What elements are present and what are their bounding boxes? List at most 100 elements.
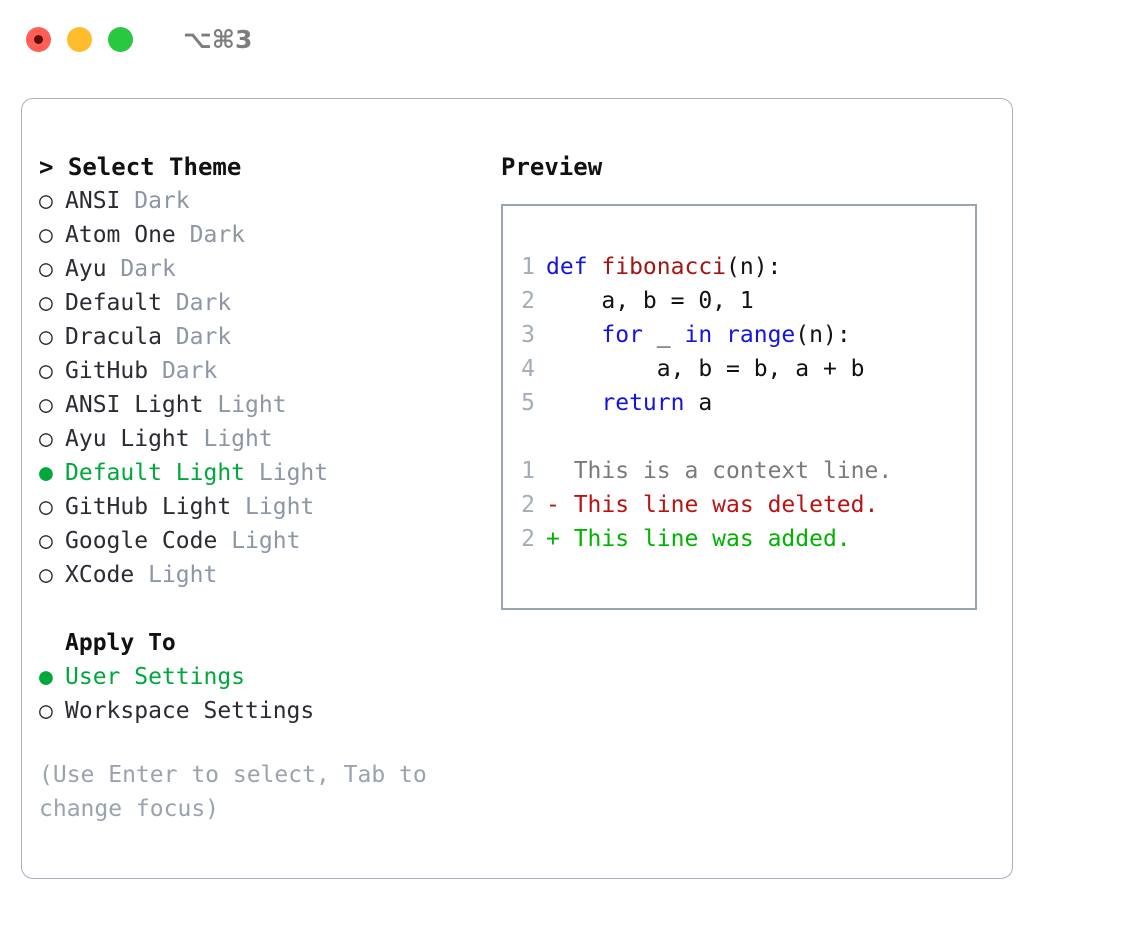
- line-number: 3: [521, 322, 535, 348]
- line-number: 1: [521, 254, 535, 280]
- diff-text: This is a context line.: [573, 458, 893, 484]
- code-token-kw: def: [546, 254, 602, 280]
- theme-option-tag: Light: [203, 426, 273, 452]
- radio-unselected-icon: ○: [39, 494, 53, 520]
- maximize-button[interactable]: [108, 26, 133, 52]
- main-panel: > Select Theme ○ANSI Dark○Atom One Dark○…: [21, 98, 1013, 879]
- diff-marker: +: [546, 526, 574, 552]
- theme-option-github-light[interactable]: ○ GitHub Light Light: [39, 490, 489, 524]
- theme-option-tag: Dark: [175, 290, 232, 316]
- preview-header: Preview: [501, 150, 1001, 184]
- window-shortcut-label: ⌥⌘3: [183, 24, 253, 54]
- theme-option-tag: Light: [231, 528, 301, 554]
- apply-to-option-user-settings[interactable]: ● User Settings: [39, 660, 489, 694]
- keyboard-hint-text: (Use Enter to select, Tab to change focu…: [39, 762, 441, 822]
- code-token-kw: return: [601, 390, 685, 416]
- minimize-button[interactable]: [67, 26, 92, 52]
- diff-marker: -: [546, 492, 574, 518]
- line-number: 2: [521, 288, 535, 314]
- theme-option-dracula[interactable]: ○Dracula Dark: [39, 320, 489, 354]
- theme-option-label: Ayu: [65, 256, 107, 282]
- diff-line: 2+ This line was added.: [521, 522, 892, 556]
- code-line: 2 a, b = 0, 1: [521, 284, 892, 318]
- line-number: 5: [521, 390, 535, 416]
- radio-selected-icon: ●: [39, 664, 53, 690]
- diff-line: 2- This line was deleted.: [521, 488, 892, 522]
- theme-option-label: Google Code: [65, 528, 218, 554]
- diff-line: 1 This is a context line.: [521, 454, 892, 488]
- theme-option-label: GitHub: [65, 358, 149, 384]
- radio-unselected-icon: ○: [39, 324, 53, 350]
- theme-option-label: Ayu Light: [65, 426, 190, 452]
- code-line: 5 return a: [521, 386, 892, 420]
- apply-to-option-list[interactable]: ● User Settings ○ Workspace Settings: [39, 660, 489, 728]
- radio-unselected-icon: ○: [39, 222, 53, 248]
- list-spacer: [39, 592, 489, 626]
- theme-option-tag: Light: [245, 494, 315, 520]
- theme-option-label: Atom One: [65, 222, 176, 248]
- theme-option-atom-one[interactable]: ○ Atom One Dark: [39, 218, 489, 252]
- theme-option-ayu[interactable]: ○ Ayu Dark: [39, 252, 489, 286]
- theme-option-ansi-light[interactable]: ○ ANSI Light Light: [39, 388, 489, 422]
- radio-unselected-icon: ○: [39, 358, 53, 384]
- code-token-plain: (n):: [795, 322, 851, 348]
- theme-option-list[interactable]: ○ANSI Dark○Atom One Dark○Ayu Dark○Defaul…: [39, 184, 489, 592]
- code-token-plain: (n):: [726, 254, 782, 280]
- theme-option-default[interactable]: ○Default Dark: [39, 286, 489, 320]
- apply-to-option-label: Workspace Settings: [65, 698, 315, 724]
- close-button[interactable]: [26, 26, 51, 52]
- line-number: 2: [521, 492, 535, 518]
- radio-unselected-icon: ○: [39, 188, 53, 214]
- theme-option-ayu-light[interactable]: ○ Ayu Light Light: [39, 422, 489, 456]
- line-number: 4: [521, 356, 535, 382]
- code-token-plain: a, b = 0, 1: [546, 288, 754, 314]
- code-token-plain: _: [642, 322, 685, 348]
- preview-heading: Preview: [501, 153, 603, 181]
- theme-option-tag: Dark: [120, 256, 176, 282]
- code-token-plain: a: [684, 390, 713, 416]
- theme-selector: > Select Theme ○ANSI Dark○Atom One Dark○…: [39, 150, 489, 826]
- code-token-kw: in: [684, 322, 713, 348]
- code-token-fn: fibonacci: [601, 254, 727, 280]
- radio-unselected-icon: ○: [39, 392, 53, 418]
- diff-text: This line was deleted.: [573, 492, 879, 518]
- theme-option-label: ANSI: [65, 188, 121, 214]
- theme-option-ansi[interactable]: ○ANSI Dark: [39, 184, 489, 218]
- code-token-plain: [546, 322, 601, 348]
- code-line: 3 for _ in range(n):: [521, 318, 892, 352]
- theme-option-label: GitHub Light: [65, 494, 232, 520]
- radio-unselected-icon: ○: [39, 256, 53, 282]
- code-blank-line: [521, 420, 892, 454]
- theme-option-tag: Light: [148, 562, 218, 588]
- code-token-plain: [546, 390, 601, 416]
- radio-selected-icon: ●: [39, 460, 53, 486]
- theme-option-tag: Light: [217, 392, 287, 418]
- theme-option-github[interactable]: ○ GitHub Dark: [39, 354, 489, 388]
- radio-unselected-icon: ○: [39, 290, 53, 316]
- code-token-kw: range: [726, 322, 796, 348]
- theme-option-label: Default Light: [65, 460, 246, 486]
- theme-option-tag: Dark: [175, 324, 232, 350]
- theme-option-tag: Dark: [161, 358, 218, 384]
- theme-option-google-code[interactable]: ○ Google Code Light: [39, 524, 489, 558]
- radio-unselected-icon: ○: [39, 528, 53, 554]
- apply-to-option-workspace-settings[interactable]: ○ Workspace Settings: [39, 694, 489, 728]
- apply-to-option-label: User Settings: [65, 664, 246, 690]
- code-token-kw: for: [601, 322, 643, 348]
- theme-option-label: ANSI Light: [65, 392, 204, 418]
- radio-unselected-icon: ○: [39, 562, 53, 588]
- select-theme-heading: > Select Theme: [39, 153, 242, 181]
- theme-option-tag: Dark: [189, 222, 246, 248]
- theme-option-xcode[interactable]: ○XCode Light: [39, 558, 489, 592]
- apply-to-heading: Apply To: [65, 630, 176, 656]
- line-number: 1: [521, 458, 535, 484]
- line-number: 2: [521, 526, 535, 552]
- title-bar: ⌥⌘3: [0, 0, 1140, 78]
- radio-unselected-icon: ○: [39, 698, 53, 724]
- theme-option-default-light[interactable]: ●Default Light Light: [39, 456, 489, 490]
- radio-unselected-icon: ○: [39, 426, 53, 452]
- diff-marker: [546, 458, 574, 484]
